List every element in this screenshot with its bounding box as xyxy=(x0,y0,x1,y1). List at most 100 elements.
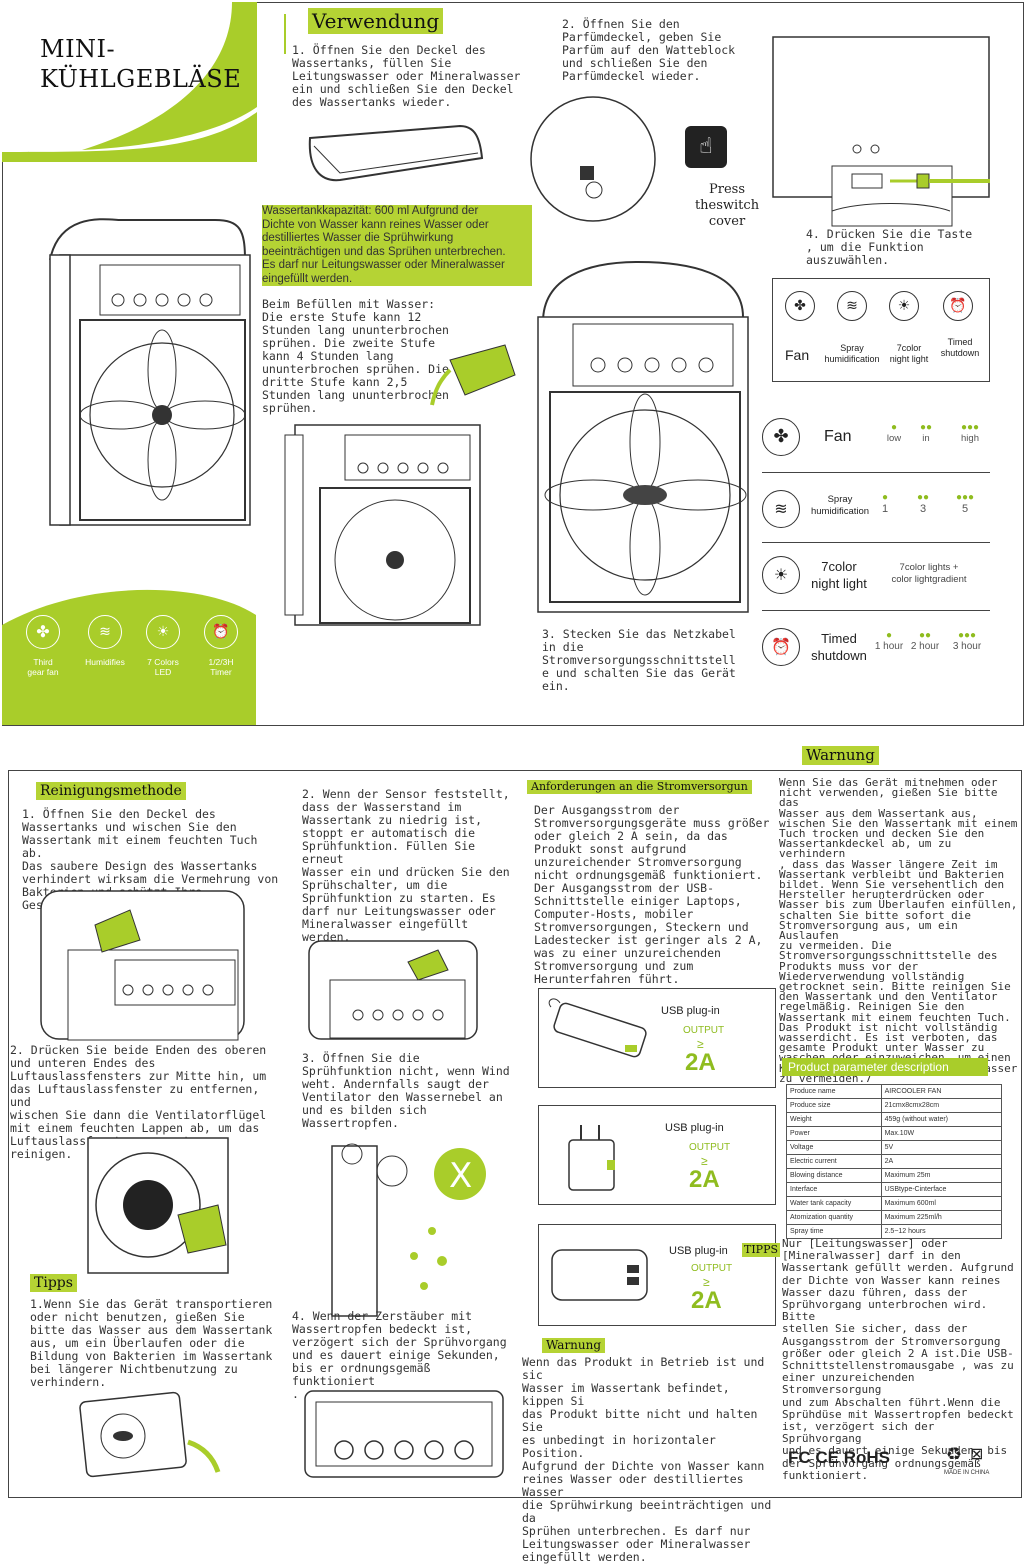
sensor-text: 2. Wenn der Sensor feststellt, dass der … xyxy=(302,787,510,944)
tipps-title: Tipps xyxy=(30,1274,77,1292)
spray-icon: ≋ xyxy=(762,490,800,528)
usb-output-label: OUTPUT xyxy=(683,1025,725,1036)
buttons-box: ✤ ≋ ☀ ⏰ Fan Spray humidification 7color … xyxy=(772,278,990,382)
step1-text: 1. Öffnen Sie den Deckel des Wassertanks… xyxy=(292,43,521,109)
param-key: Produce size xyxy=(786,1098,882,1113)
param-value: 2.5~12 hours xyxy=(880,1224,1003,1239)
warnung-text: Wenn Sie das Gerät mitnehmen oder nicht … xyxy=(779,776,1018,1085)
param-value: Maximum 225ml/h xyxy=(880,1210,1003,1225)
power-plug-illustration xyxy=(772,36,990,227)
fill-note: Beim Befüllen mit Wasser: Die erste Stuf… xyxy=(262,297,449,415)
bulb-icon: ☀ xyxy=(146,615,180,649)
mode-name: 7color night light xyxy=(811,559,867,591)
usb-amp-label: 2A xyxy=(689,1166,720,1193)
fan-grille-illustration xyxy=(87,1137,229,1274)
param-key: Interface xyxy=(786,1182,882,1197)
bulb-icon: ☀ xyxy=(889,291,919,321)
tank-lid-illustration xyxy=(308,124,484,182)
usb-ge-label: ≥ xyxy=(697,1037,704,1051)
usb-box-charger: USB plug-in OUTPUT ≥ 2A xyxy=(538,1105,776,1205)
feature-timer: ⏰ 1/2/3H Timer xyxy=(198,615,244,677)
btn-timed-label: Timed shutdown xyxy=(940,337,980,358)
feature-label: 7 Colors LED xyxy=(147,657,179,677)
feature-list: ✤ Third gear fan ≋ Humidifies ☀ 7 Colors… xyxy=(12,615,252,705)
level-2h: ●●2 hour xyxy=(910,630,940,652)
certifications: FC CE RoHS xyxy=(788,1448,890,1467)
capacity-note: Wassertankkapazität: 600 ml Aufgrund der… xyxy=(262,205,532,286)
param-value: Maximum 600ml xyxy=(880,1196,1003,1211)
title: MINI- KÜHLGEBLÄSE xyxy=(40,34,241,94)
power-title: Anforderungen an die Stromversorgun xyxy=(527,780,752,794)
tipps-right-text: Nur [Leitungswasser] oder [Mineralwasser… xyxy=(782,1237,1014,1482)
feature-humidifies: ≋ Humidifies xyxy=(78,615,132,667)
header-lime xyxy=(2,2,257,162)
mode-name: Fan xyxy=(824,428,852,445)
fan-icon: ✤ xyxy=(785,291,815,321)
spray-switch-illustration xyxy=(308,940,478,1040)
usb-amp-label: 2A xyxy=(685,1049,716,1076)
power-bank-icon xyxy=(551,1249,648,1301)
verwendung-title: Verwendung xyxy=(308,8,444,34)
param-title: Product parameter description xyxy=(782,1058,988,1076)
feature-led: ☀ 7 Colors LED xyxy=(140,615,186,677)
recycle-icon: ♻ xyxy=(946,1444,963,1465)
usb-plug-label: USB plug-in xyxy=(661,1005,720,1017)
step3-text: 3. Stecken Sie das Netzkabel in die Stro… xyxy=(542,627,736,693)
level-low: ●low xyxy=(886,422,902,444)
top-panel: MINI- KÜHLGEBLÄSE ✤ Third gear fan ≋ Hum… xyxy=(0,0,1026,728)
power-text: Der Ausgangsstrom der Stromversorgungsge… xyxy=(534,803,770,986)
param-key: Atomization quantity xyxy=(786,1210,882,1225)
bulb-icon: ☀ xyxy=(762,556,800,594)
feature-lime-bg xyxy=(2,589,256,725)
feature-fan: ✤ Third gear fan xyxy=(20,615,66,677)
step4-text: 4. Drücken Sie die Taste , um die Funkti… xyxy=(806,227,973,267)
humidify-icon: ≋ xyxy=(88,615,122,649)
title-line2: KÜHLGEBLÄSE xyxy=(40,65,242,93)
level-3h: ●●●3 hour xyxy=(952,630,982,652)
header-wedge xyxy=(2,2,257,162)
param-value: AIRCOOLER FAN xyxy=(880,1084,1003,1099)
usb-output-label: OUTPUT xyxy=(689,1142,731,1153)
mode-name: Spray humidification xyxy=(810,494,870,517)
verwendung-marks xyxy=(284,14,290,54)
param-value: Max.10W xyxy=(880,1126,1003,1141)
bottom-panel: Reinigungsmethode 1. Öffnen Sie den Deck… xyxy=(0,740,1026,1564)
atomizer-panel-illustration xyxy=(304,1390,504,1478)
tipping-cooler-illustration xyxy=(79,1391,221,1478)
usb-box-powerbank: USB plug-in OUTPUT ≥ 2A xyxy=(538,1224,776,1326)
water-bottle-illustration xyxy=(430,344,516,406)
param-key: Electric current xyxy=(786,1154,882,1169)
param-key: Power xyxy=(786,1126,882,1141)
step2-text: 2. Öffnen Sie den Parfümdeckel, geben Si… xyxy=(562,17,736,83)
param-key: Blowing distance xyxy=(786,1168,882,1183)
param-value: Maximum 25m xyxy=(880,1168,1003,1183)
level-in: ●●in xyxy=(919,422,933,444)
press-cover-label: Press theswitch cover xyxy=(694,182,760,229)
usb-plug-label: USB plug-in xyxy=(669,1245,728,1257)
warnung-title: Warnung xyxy=(802,746,879,765)
usb-box-strip: USB plug-in OUTPUT ≥ 2A xyxy=(538,988,776,1088)
level-1: ●1 xyxy=(881,492,889,515)
clock-icon: ⏰ xyxy=(204,615,238,649)
spray-icon: ≋ xyxy=(837,291,867,321)
mode-name: Timed shutdown xyxy=(811,631,867,663)
warnung-small-text: Wenn das Produkt in Betrieb ist und sic … xyxy=(522,1355,772,1564)
feature-label: 1/2/3H Timer xyxy=(208,657,234,677)
tipps1-text: 1.Wenn Sie das Gerät transportieren oder… xyxy=(30,1297,273,1389)
mode-color: ☀ 7color night light 7color lights + col… xyxy=(762,550,990,611)
top-frame xyxy=(2,2,1024,726)
cooler-illustration-right xyxy=(537,260,749,613)
param-key: Weight xyxy=(786,1112,882,1127)
param-value: 21cmx8cmx28cm xyxy=(880,1098,1003,1113)
bottom-frame xyxy=(8,770,1022,1498)
cooler-illustration-middle xyxy=(284,424,481,626)
clock-icon: ⏰ xyxy=(943,291,973,321)
